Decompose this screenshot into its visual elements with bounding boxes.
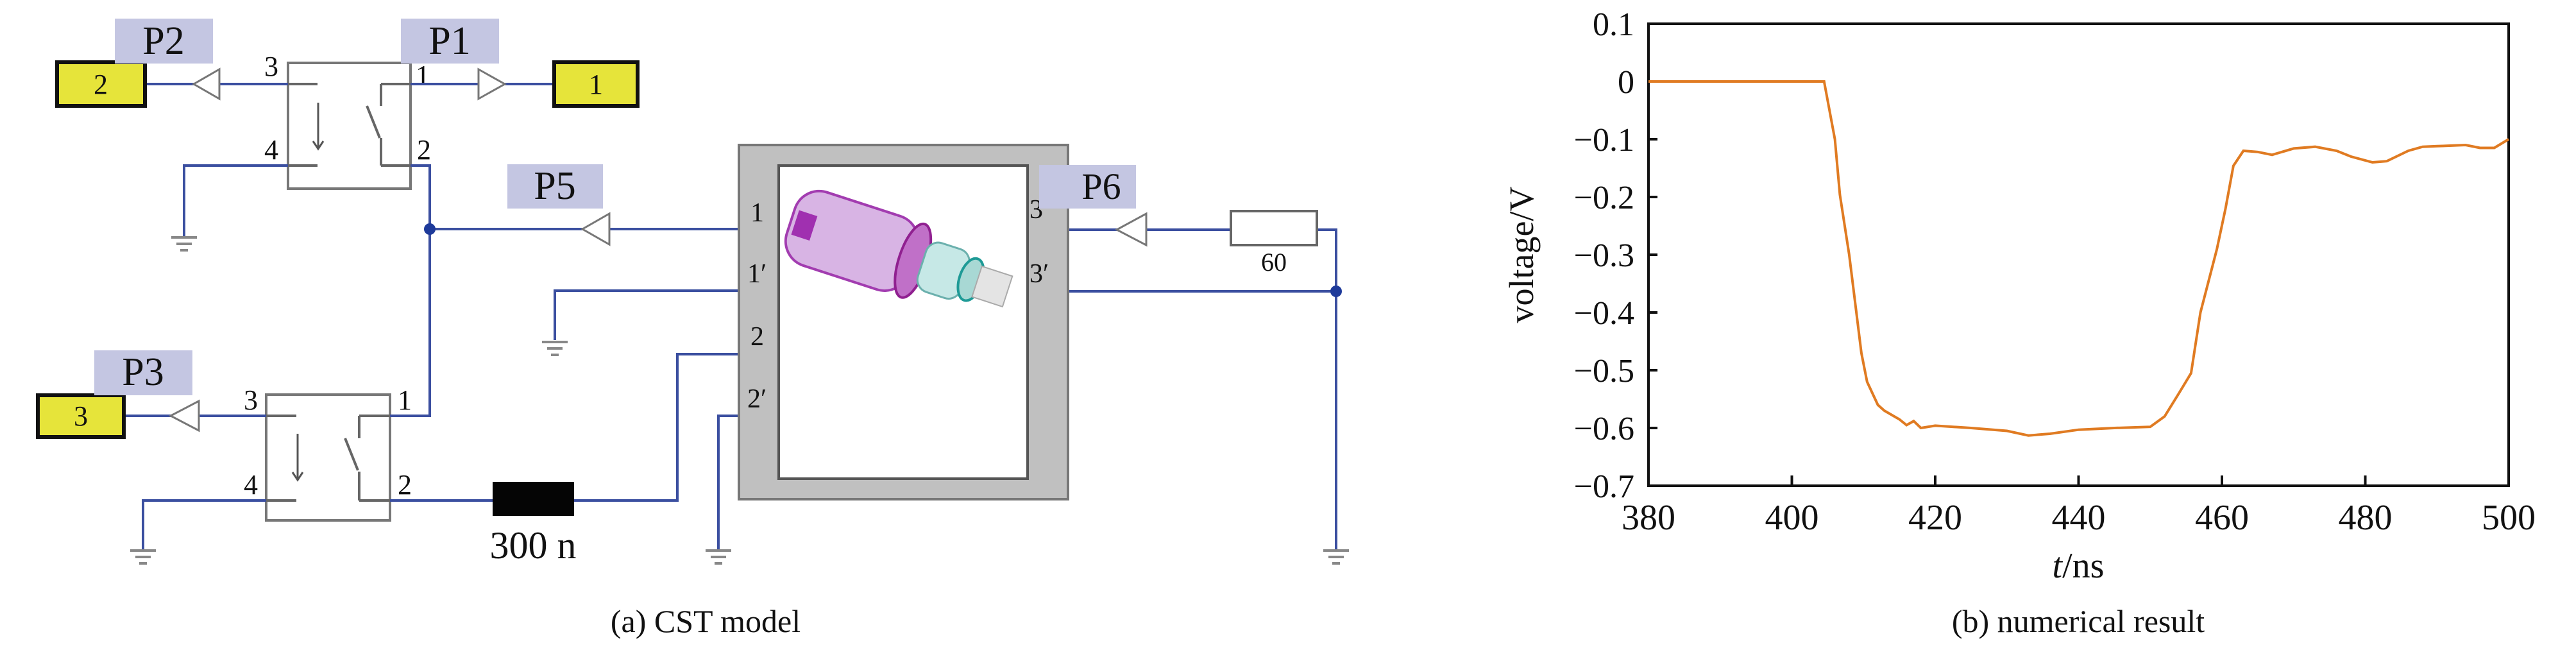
ground-icon bbox=[171, 236, 197, 252]
x-axis: 380 400 420 440 460 480 500 bbox=[1622, 475, 2536, 538]
probe-triangle-icon bbox=[580, 212, 611, 246]
plot-frame bbox=[1647, 22, 2510, 487]
cst-port-label: 2 bbox=[750, 322, 764, 352]
source-label: 1 bbox=[589, 69, 603, 100]
y-tick-label: 0.1 bbox=[1593, 6, 1634, 43]
pin-label: 1 bbox=[398, 384, 412, 416]
x-tick-label: 380 bbox=[1622, 498, 1675, 538]
probe-triangle-icon bbox=[168, 399, 200, 432]
x-tick-label: 420 bbox=[1908, 498, 1962, 538]
voltage-chart: 0.1 0 −0.1 −0.2 −0.3 −0.4 −0.5 −0.6 −0.7 380 400 4… bbox=[1502, 6, 2536, 639]
circuit-diagram: 3 1 4 2 3 1 4 2 bbox=[36, 19, 1349, 639]
port-label-text: P3 bbox=[122, 350, 164, 394]
y-axis: 0.1 0 −0.1 −0.2 −0.3 −0.4 −0.5 −0.6 −0.7 bbox=[1574, 6, 1657, 505]
series-line-voltage bbox=[1648, 80, 2510, 437]
y-tick-label: −0.1 bbox=[1574, 122, 1634, 158]
y-tick-label: −0.2 bbox=[1574, 180, 1634, 216]
cst-port-label: 1 bbox=[750, 198, 764, 228]
diagram-caption: (a) CST model bbox=[611, 603, 801, 639]
resistor-label: 60 bbox=[1261, 248, 1287, 277]
port-label-text: P2 bbox=[142, 19, 184, 63]
probe-triangle-icon bbox=[191, 67, 221, 101]
cst-port-label: 2′ bbox=[747, 384, 767, 414]
cst-block: 1 1′ 2 2′ 3 3′ bbox=[738, 144, 1069, 500]
pin-label: 2 bbox=[398, 469, 412, 500]
y-tick-label: −0.5 bbox=[1574, 353, 1634, 389]
x-tick-label: 460 bbox=[2195, 498, 2249, 538]
switch-1: 3 1 4 2 bbox=[264, 51, 431, 190]
wires bbox=[124, 83, 1342, 549]
pin-label: 2 bbox=[417, 134, 431, 166]
y-axis-label: voltage/V bbox=[1502, 187, 1541, 323]
source-1: 1 bbox=[552, 60, 640, 108]
inductor-300n: 300 n bbox=[490, 482, 577, 567]
port-label-text: P1 bbox=[428, 19, 470, 63]
junction-node bbox=[1330, 286, 1342, 297]
junction-node bbox=[424, 223, 436, 235]
port-label-p5: P5 bbox=[507, 164, 603, 209]
x-tick-label: 400 bbox=[1765, 498, 1819, 538]
y-tick-label: −0.4 bbox=[1574, 295, 1634, 332]
cst-port-label: 1′ bbox=[747, 259, 767, 289]
resistor-60: 60 bbox=[1230, 210, 1318, 277]
source-label: 3 bbox=[74, 400, 88, 432]
source-3: 3 bbox=[36, 393, 126, 439]
x-axis-label-unit: /ns bbox=[2062, 546, 2104, 586]
probe-triangle-icon bbox=[1114, 212, 1148, 247]
x-axis-label: t/ns bbox=[2053, 546, 2105, 586]
x-axis-label-var: t bbox=[2053, 546, 2063, 586]
pin-label: 4 bbox=[244, 469, 258, 500]
y-tick-label: −0.7 bbox=[1574, 468, 1634, 505]
port-label-p6: P6 bbox=[1039, 165, 1136, 209]
pin-label: 3 bbox=[244, 384, 258, 416]
y-tick-label: 0 bbox=[1618, 64, 1634, 101]
ground-icon bbox=[1323, 549, 1349, 565]
cst-port-label: 3′ bbox=[1030, 259, 1049, 289]
port-label-text: P5 bbox=[534, 164, 575, 208]
ground-icon bbox=[706, 549, 731, 565]
x-tick-label: 440 bbox=[2052, 498, 2106, 538]
source-label: 2 bbox=[94, 69, 108, 100]
port-label-p2: P2 bbox=[115, 19, 213, 64]
x-tick-label: 500 bbox=[2482, 498, 2536, 538]
ground-icon bbox=[542, 341, 568, 356]
chart-caption: (b) numerical result bbox=[1952, 603, 2205, 639]
pin-label: 3 bbox=[264, 51, 278, 82]
x-tick-label: 480 bbox=[2339, 498, 2393, 538]
pin-label: 1 bbox=[416, 60, 430, 91]
pin-label: 4 bbox=[264, 134, 278, 166]
cst-3d-model bbox=[784, 189, 1013, 308]
y-tick-label: −0.6 bbox=[1574, 411, 1634, 447]
switch-2: 3 1 4 2 bbox=[244, 384, 412, 522]
inductor-label: 300 n bbox=[490, 524, 577, 567]
port-label-text: P6 bbox=[1081, 166, 1121, 207]
source-2: 2 bbox=[55, 60, 147, 108]
y-tick-label: −0.3 bbox=[1574, 237, 1634, 274]
port-label-p3: P3 bbox=[94, 350, 192, 395]
probe-triangle-icon bbox=[477, 67, 507, 101]
ground-icon bbox=[130, 549, 156, 565]
port-label-p1: P1 bbox=[401, 19, 499, 64]
